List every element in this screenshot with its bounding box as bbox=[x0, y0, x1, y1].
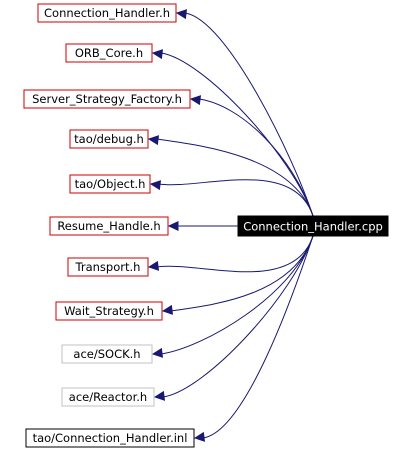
include-edge-arrowhead bbox=[167, 221, 179, 231]
include-edge-arrowhead bbox=[175, 9, 188, 20]
include-node[interactable]: ace/SOCK.h bbox=[61, 344, 153, 364]
include-node-label: tao/debug.h bbox=[74, 132, 144, 146]
include-edge-arrowhead bbox=[189, 95, 202, 106]
include-node[interactable]: Server_Strategy_Factory.h bbox=[23, 89, 191, 109]
include-edge-arrowhead bbox=[147, 135, 160, 146]
include-node-label: tao/Object.h bbox=[75, 177, 146, 191]
target-file-node[interactable]: Connection_Handler.cpp bbox=[237, 215, 389, 237]
include-node-box bbox=[61, 387, 155, 407]
include-node-label: ace/Reactor.h bbox=[69, 390, 147, 404]
include-edge bbox=[160, 235, 314, 355]
include-node-label: ORB_Core.h bbox=[75, 46, 143, 60]
include-node[interactable]: Wait_Strategy.h bbox=[55, 301, 163, 321]
include-node-box bbox=[23, 89, 191, 109]
include-edge bbox=[156, 235, 314, 273]
include-edge-arrowhead bbox=[193, 431, 206, 442]
include-node-box bbox=[49, 216, 169, 236]
include-node[interactable]: Resume_Handle.h bbox=[49, 216, 169, 236]
include-node-box bbox=[67, 257, 149, 277]
include-edge-arrowhead bbox=[151, 49, 164, 60]
include-node-label: Wait_Strategy.h bbox=[64, 304, 154, 318]
target-file-label: Connection_Handler.cpp bbox=[243, 220, 383, 234]
include-node-label: Resume_Handle.h bbox=[57, 219, 160, 233]
include-node-label: Transport.h bbox=[75, 260, 141, 274]
include-node-label: Connection_Handler.h bbox=[44, 6, 170, 20]
include-edge bbox=[158, 179, 314, 217]
include-node[interactable]: ORB_Core.h bbox=[65, 43, 153, 63]
include-edge bbox=[198, 98, 314, 217]
include-node-box bbox=[55, 301, 163, 321]
include-edge-arrowhead bbox=[151, 347, 164, 358]
include-nodes: Connection_Handler.hORB_Core.hServer_Str… bbox=[23, 3, 195, 448]
target-file-box bbox=[237, 215, 389, 237]
include-node-box bbox=[69, 129, 149, 149]
include-edge bbox=[202, 235, 314, 439]
include-node-box bbox=[61, 344, 153, 364]
include-node-label: tao/Connection_Handler.inl bbox=[33, 431, 188, 445]
include-node-box bbox=[69, 174, 151, 194]
include-edge-arrowhead bbox=[161, 304, 174, 315]
include-node-box bbox=[65, 43, 153, 63]
include-edge bbox=[156, 138, 314, 217]
include-node[interactable]: tao/debug.h bbox=[69, 129, 149, 149]
include-node[interactable]: tao/Connection_Handler.inl bbox=[25, 428, 195, 448]
include-node-label: Server_Strategy_Factory.h bbox=[32, 92, 182, 106]
include-node-box bbox=[37, 3, 177, 23]
include-edge bbox=[184, 12, 314, 217]
include-edges bbox=[147, 9, 314, 442]
include-node[interactable]: Connection_Handler.h bbox=[37, 3, 177, 23]
include-node[interactable]: ace/Reactor.h bbox=[61, 387, 155, 407]
include-edge bbox=[170, 235, 314, 312]
include-edge bbox=[162, 235, 314, 398]
include-node[interactable]: Transport.h bbox=[67, 257, 149, 277]
include-node-box bbox=[25, 428, 195, 448]
include-edge-arrowhead bbox=[149, 180, 162, 191]
include-edge-arrowhead bbox=[153, 390, 166, 401]
include-edge-arrowhead bbox=[147, 260, 160, 271]
include-node[interactable]: tao/Object.h bbox=[69, 174, 151, 194]
include-edge bbox=[160, 52, 314, 217]
include-node-label: ace/SOCK.h bbox=[73, 347, 140, 361]
